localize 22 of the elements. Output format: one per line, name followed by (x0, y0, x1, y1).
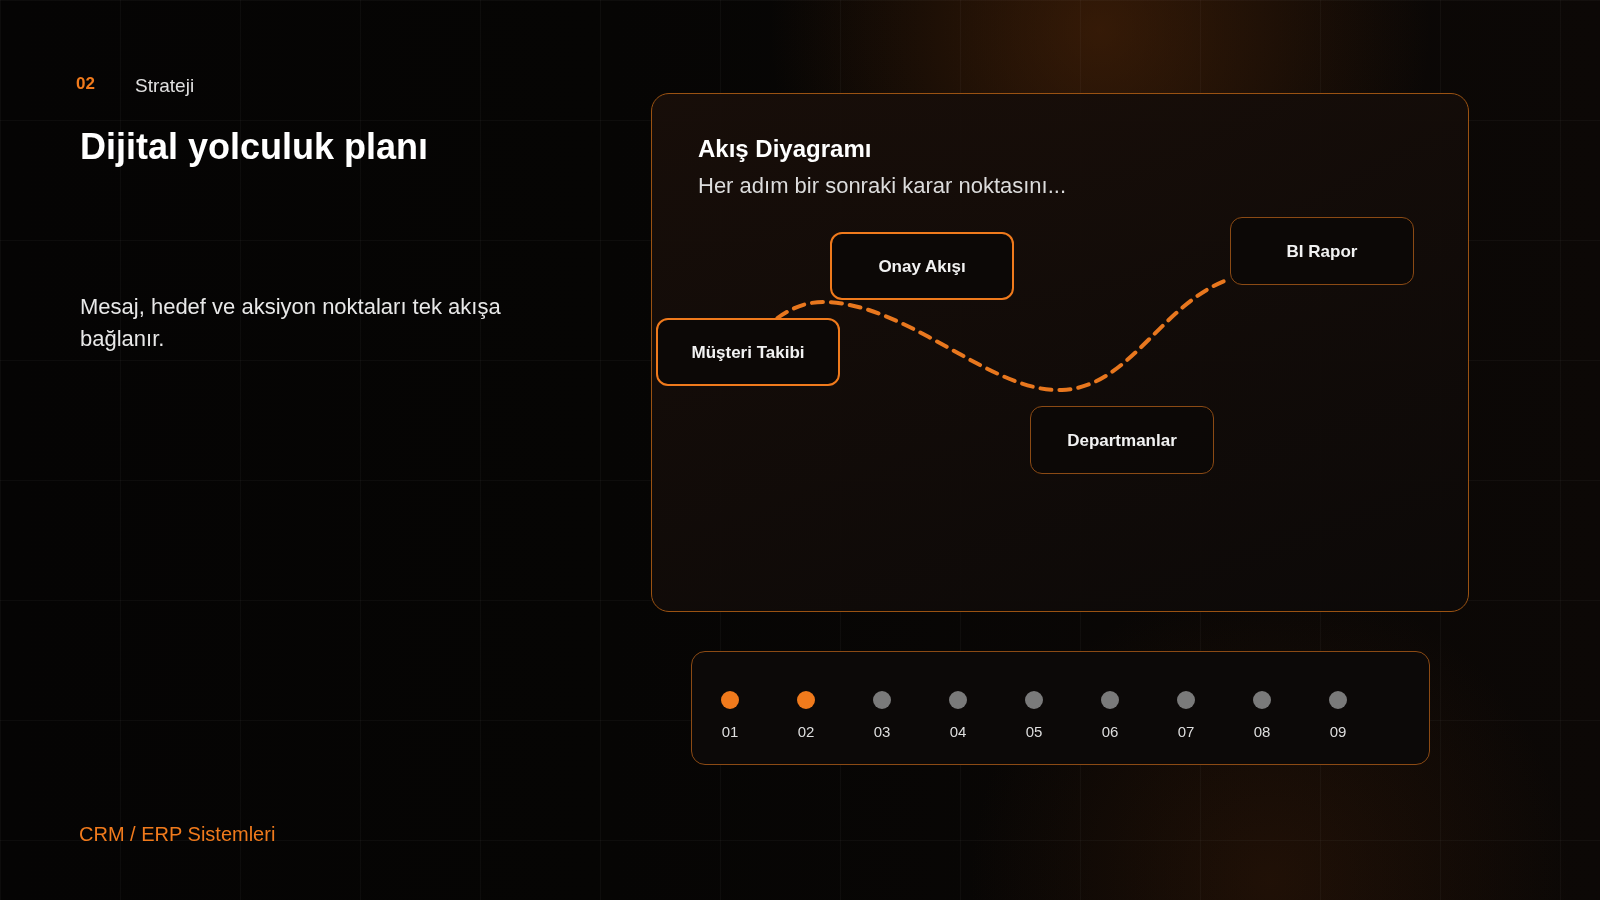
section-number: 02 (76, 74, 95, 94)
step-number: 05 (1024, 723, 1044, 741)
body-text: Mesaj, hedef ve aksiyon noktaları tek akışa bağlanır. (80, 293, 502, 353)
process-box: BI Rapor (1230, 217, 1414, 285)
topic-label: CRM / ERP Sistemleri (79, 822, 276, 846)
process-box: Onay Akışı (830, 232, 1014, 300)
slide-title: Dijital yolculuk planı (80, 125, 429, 169)
section-label: Strateji (135, 74, 195, 97)
step-number: 06 (1100, 723, 1120, 741)
process-box: Müşteri Takibi (656, 318, 840, 386)
step-tracker (691, 651, 1430, 765)
card-subtitle: Her adım bir sonraki karar noktasını... (698, 172, 1068, 200)
process-box: Departmanlar (1030, 406, 1214, 474)
card-title: Akış Diyagramı (698, 134, 873, 164)
step-number: 03 (872, 723, 892, 741)
step-number: 01 (720, 723, 740, 741)
diagram-card (651, 93, 1469, 612)
step-number: 04 (948, 723, 968, 741)
step-number: 02 (796, 723, 816, 741)
step-number: 09 (1328, 723, 1348, 741)
step-number: 08 (1252, 723, 1272, 741)
step-number: 07 (1176, 723, 1196, 741)
